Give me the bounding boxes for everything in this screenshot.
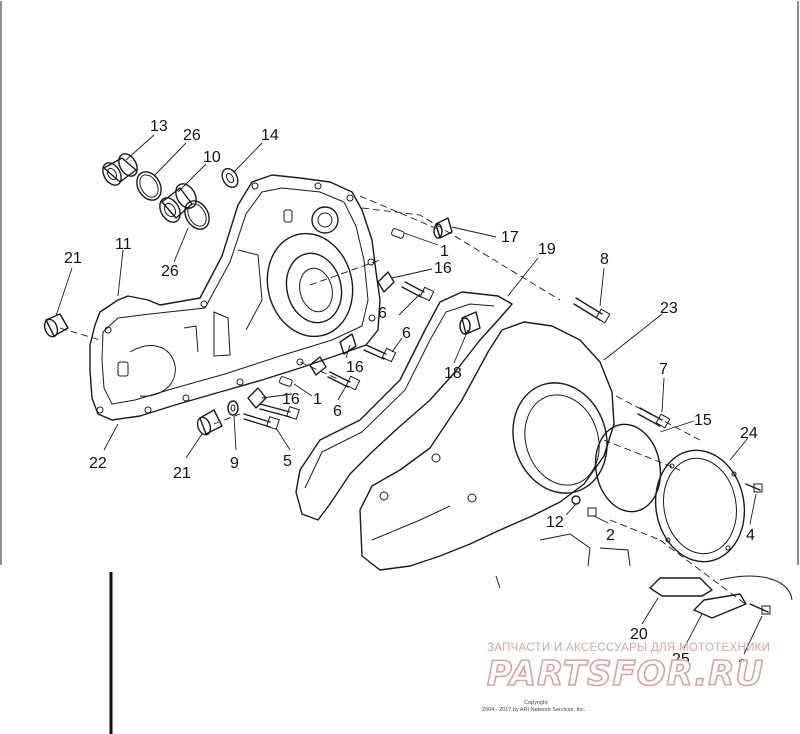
callout-26-upper: 26: [183, 127, 201, 144]
gasket-15: [594, 423, 662, 513]
bearing-13: [102, 153, 138, 186]
callout-22: 22: [89, 455, 107, 472]
callout-1-lower: 1: [313, 391, 322, 408]
callout-16-upper: 16: [434, 260, 452, 277]
callout-6-mid: 6: [402, 325, 411, 342]
outer-primary-cover: [359, 321, 631, 571]
callout-21-left: 21: [64, 250, 82, 267]
bolt-7: [637, 407, 671, 429]
callout-16-mid: 16: [346, 359, 364, 376]
inner-primary-housing: [89, 174, 381, 421]
gasket-19: [295, 291, 513, 521]
washer-9: [227, 400, 239, 416]
callout-13: 13: [150, 118, 168, 135]
callout-9: 9: [230, 455, 239, 472]
callout-6-upper: 6: [378, 305, 387, 322]
watermark-tagline: ЗАПЧАСТИ И АКСЕССУАРЫ ДЛЯ МОТОТЕХНИКИ: [487, 642, 770, 654]
bushing-17: [433, 217, 453, 239]
callout-25: 25: [672, 651, 690, 668]
watermark-logo: PARTSFOR.RU: [487, 654, 764, 694]
bolts-and-dowels: [243, 228, 435, 430]
callout-4: 4: [746, 527, 755, 544]
inspection-cover-20-25: [495, 575, 793, 619]
derby-cover-24: [654, 449, 746, 563]
copyright-line-1: Copyright: [524, 700, 548, 706]
callout-20: 20: [630, 626, 648, 643]
callout-11: 11: [115, 236, 132, 253]
callout-labels: 13 26 10 14 21 11 26 1 17 19 8 16 6 6 23…: [64, 118, 758, 674]
needle-bearing-21-lower: [196, 409, 223, 436]
copyright: Copyright 2004 - 2017 by ARI Network Ser…: [482, 700, 586, 713]
callout-18: 18: [444, 365, 462, 382]
callout-3: 3: [738, 657, 747, 674]
callout-16-lower: 16: [282, 391, 300, 408]
callout-5: 5: [283, 453, 292, 470]
callout-15: 15: [694, 412, 712, 429]
callout-1-upper: 1: [440, 243, 449, 260]
callout-12: 12: [546, 514, 564, 531]
bolt-8: [573, 297, 611, 324]
callout-21-lower: 21: [173, 465, 191, 482]
seal-14: [221, 167, 239, 189]
callout-2: 2: [606, 527, 615, 544]
callout-19: 19: [538, 241, 556, 258]
callout-17: 17: [501, 229, 519, 246]
callout-24: 24: [740, 425, 758, 442]
callout-23: 23: [660, 300, 678, 317]
leader-lines: [55, 134, 763, 655]
alignment-lines: [59, 195, 749, 607]
copyright-line-2: 2004 - 2017 by ARI Network Services, Inc…: [482, 707, 586, 713]
needle-bearing-21-left: [43, 313, 69, 338]
callout-26-lower: 26: [161, 263, 179, 280]
retaining-ring-26-upper: [136, 171, 162, 201]
callout-7: 7: [659, 361, 668, 378]
callout-6-lower: 6: [333, 403, 342, 420]
bushing-18: [459, 311, 481, 335]
watermark: ЗАПЧАСТИ И АКСЕССУАРЫ ДЛЯ МОТОТЕХНИКИ PA…: [486, 642, 770, 695]
callout-10: 10: [203, 149, 221, 166]
callout-14: 14: [261, 127, 279, 144]
retaining-ring-26-lower: [184, 200, 210, 230]
callout-8: 8: [600, 251, 609, 268]
bearing-10: [159, 183, 197, 223]
